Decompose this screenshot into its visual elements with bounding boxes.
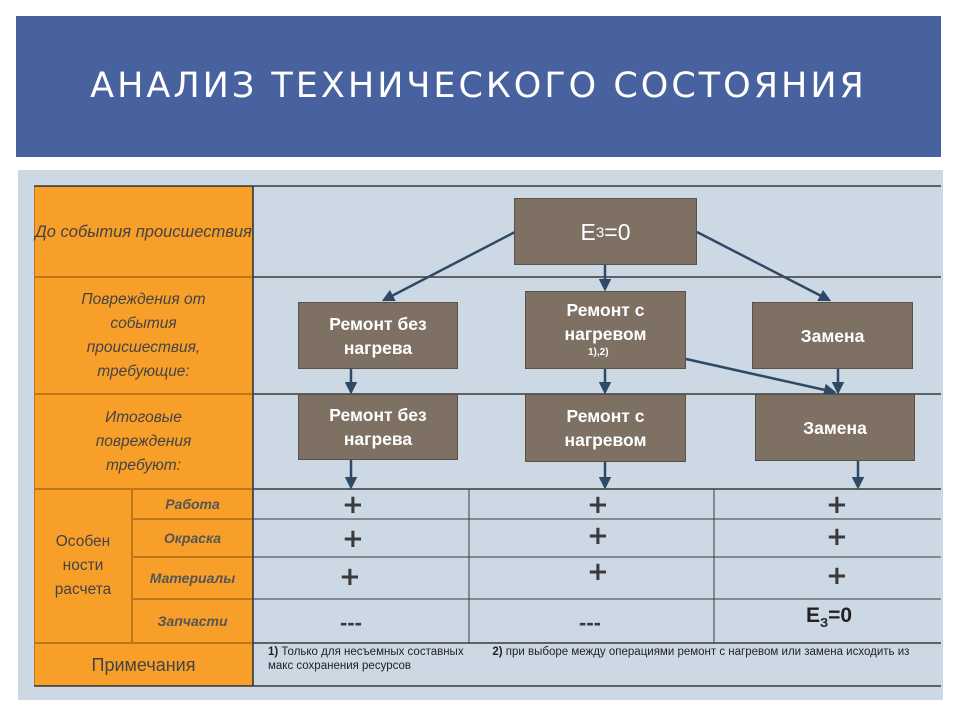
sub-row-label: Работа bbox=[165, 496, 220, 512]
node-label: Замена bbox=[803, 417, 867, 438]
notes-text: 1) Только для несъемных составных 2) при… bbox=[268, 645, 936, 673]
cell-paint-right: + bbox=[826, 522, 848, 552]
note-1-number: 1) bbox=[268, 646, 279, 658]
row-label-text: До события происшествия bbox=[35, 222, 252, 241]
cell-materials-mid: + bbox=[587, 557, 609, 587]
note-2-text: при выборе между операциями ремонт с наг… bbox=[268, 646, 910, 672]
arrow-top-to-right bbox=[696, 230, 832, 302]
cell-parts-mid: --- bbox=[579, 610, 601, 635]
cell-work-right: + bbox=[826, 490, 848, 520]
node-label: Ремонт с нагревом bbox=[564, 406, 647, 450]
cell-materials-left: + bbox=[339, 562, 361, 592]
arrow-mid-to-replace bbox=[685, 357, 837, 396]
cell-materials-right: + bbox=[826, 561, 848, 591]
cell-paint-mid: + bbox=[587, 521, 609, 551]
node-label: Замена bbox=[800, 325, 865, 346]
node-label: Ремонт без нагрева bbox=[329, 313, 427, 358]
sub-row-paint: Окраска bbox=[132, 519, 253, 557]
cell-paint-left: + bbox=[342, 524, 364, 554]
sub-row-label: Запчасти bbox=[157, 613, 228, 629]
node-repair-heat-1: Ремонт с нагревом bbox=[525, 291, 686, 369]
row-label-text: Итоговые повреждения требуют: bbox=[95, 408, 192, 474]
node-repair-no-heat-1: Ремонт без нагрева bbox=[298, 302, 458, 369]
sub-row-label: Окраска bbox=[163, 530, 222, 546]
cell-e-subscript: З bbox=[820, 615, 829, 631]
node-note-1-2: 1),2) bbox=[588, 347, 609, 358]
note-1-text: Только для несъемных составных bbox=[278, 646, 464, 658]
row-label-text: Повреждения от события происшествия, тре… bbox=[81, 290, 206, 380]
row-label-final-damage: Итоговые повреждения требуют: bbox=[34, 394, 253, 489]
cell-e-suffix: =0 bbox=[828, 604, 853, 627]
sub-row-parts: Запчасти bbox=[132, 599, 253, 643]
arrow-top-to-left bbox=[381, 230, 516, 302]
cell-work-left: + bbox=[342, 490, 364, 520]
row-label-text: Особен ности расчета bbox=[54, 533, 112, 598]
node-label: Ремонт без нагрева bbox=[329, 405, 427, 449]
arrows bbox=[344, 230, 865, 490]
row-label-damage-from-event: Повреждения от события происшествия, тре… bbox=[34, 277, 253, 394]
node-e-suffix: =0 bbox=[604, 218, 631, 245]
page-title: АНАЛИЗ ТЕХНИЧЕСКОГО СОСТОЯНИЯ bbox=[90, 66, 867, 106]
row-label-text: Примечания bbox=[91, 654, 196, 675]
node-replace-2: Замена bbox=[755, 394, 915, 461]
note-2-number: 2) bbox=[492, 646, 503, 658]
sub-row-work: Работа bbox=[132, 489, 253, 519]
row-label-calc-features: Особен ности расчета bbox=[34, 489, 132, 643]
node-e-subscript: З bbox=[595, 223, 605, 240]
sub-row-label: Материалы bbox=[149, 570, 236, 586]
cell-parts-right: ЕЗ=0 bbox=[806, 604, 852, 630]
node-label: Ремонт с нагревом bbox=[564, 300, 647, 344]
title-bar: АНАЛИЗ ТЕХНИЧЕСКОГО СОСТОЯНИЯ bbox=[16, 16, 941, 157]
cell-e-letter: Е bbox=[806, 604, 821, 627]
cell-parts-left: --- bbox=[340, 610, 362, 635]
node-replace-1: Замена bbox=[752, 302, 913, 369]
node-e-letter: Е bbox=[580, 218, 596, 245]
node-repair-heat-2: Ремонт с нагревом bbox=[525, 394, 686, 462]
cell-work-mid: + bbox=[587, 490, 609, 520]
node-repair-no-heat-2: Ремонт без нагрева bbox=[298, 394, 458, 460]
